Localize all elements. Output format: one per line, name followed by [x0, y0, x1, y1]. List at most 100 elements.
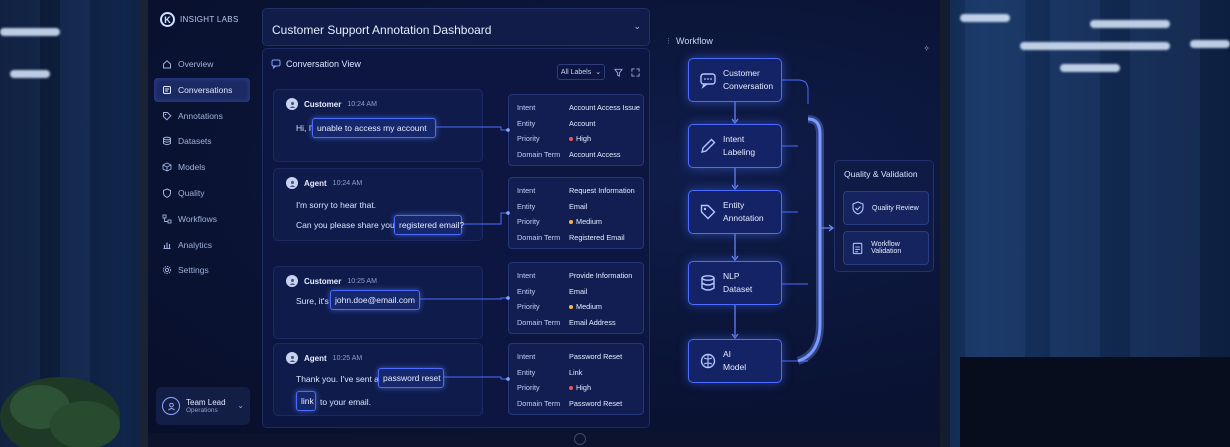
message-card[interactable]: Agent 10:24 AM I'm sorry to hear that. C…: [273, 168, 483, 241]
workflow-node-label: Customer: [723, 68, 760, 78]
message-card[interactable]: Agent 10:25 AM Thank you. I've sent a pa…: [273, 343, 483, 416]
sidebar-item-analytics[interactable]: Analytics: [154, 233, 250, 257]
annotation-key: Domain Term: [517, 398, 561, 408]
chart-icon: [162, 240, 172, 250]
sidebar-item-overview[interactable]: Overview: [154, 52, 250, 76]
tag-icon: [162, 111, 172, 121]
workflow-arrow-head: [731, 333, 739, 339]
annotation-key: Priority: [517, 217, 540, 226]
workflow-node-label: Entity: [723, 200, 745, 210]
sidebar-item-annotations[interactable]: Annotations: [154, 104, 250, 128]
message-card[interactable]: Customer 10:25 AM Sure, it's john.doe@em…: [273, 266, 483, 339]
sidebar-item-label: Quality: [178, 187, 205, 198]
annotation-key: Domain Term: [517, 149, 561, 159]
sidebar-item-label: Workflows: [178, 213, 218, 224]
sidebar-item-conversations[interactable]: Conversations: [154, 77, 250, 102]
workflow-node-sublabel: Annotation: [723, 213, 764, 223]
annotation-entity: Account: [569, 118, 596, 128]
annotation-card[interactable]: Intent Request Information Entity Email …: [508, 177, 644, 249]
message-time: 10:25 AM: [347, 277, 377, 285]
user-avatar-icon: [162, 397, 180, 415]
cube-icon: [162, 162, 172, 172]
user-avatar-icon: [286, 98, 298, 110]
label-filter-select[interactable]: All Labels ⌄: [557, 64, 605, 80]
workflow-validation-button[interactable]: Workflow Validation: [843, 231, 929, 265]
annotation-domain: Password Reset: [569, 398, 623, 408]
sidebar-item-label: Overview: [178, 59, 214, 69]
quality-review-button[interactable]: Quality Review: [843, 191, 929, 225]
annotation-key: Entity: [517, 201, 536, 211]
home-icon: [162, 59, 172, 69]
quality-review-label: Quality Review: [872, 204, 919, 212]
monitor-power-button[interactable]: [574, 433, 586, 445]
highlighted-span[interactable]: password reset: [378, 368, 444, 388]
brand: K INSIGHT LABS: [160, 12, 239, 27]
header-chevron-down-icon[interactable]: ⌄: [633, 21, 641, 31]
filter-chevron-down-icon: ⌄: [595, 69, 602, 76]
annotation-intent: Provide Information: [569, 271, 633, 280]
message-card[interactable]: Customer 10:24 AM Hi, I'm unable to acce…: [273, 89, 483, 162]
workflow-arrow-head: [731, 184, 739, 190]
message-text: Thank you. I've sent a: [296, 374, 379, 384]
sidebar-item-label: Datasets: [178, 136, 212, 147]
annotation-key: Entity: [517, 286, 536, 296]
filter-icon[interactable]: [612, 64, 625, 80]
message-role: Customer: [304, 276, 342, 286]
annotation-priority: High: [576, 134, 592, 143]
annotation-card[interactable]: Intent Account Access Issue Entity Accou…: [508, 94, 644, 166]
workflow-drag-icon: ⋮: [665, 38, 672, 45]
annotation-card[interactable]: Intent Password Reset Entity Link Priori…: [508, 343, 644, 415]
message-text: to your email.: [320, 397, 372, 407]
user-avatar-icon: [286, 177, 298, 189]
message-role: Agent: [304, 353, 327, 363]
highlighted-span[interactable]: link: [296, 391, 316, 411]
workflow-node-nlp[interactable]: NLP Dataset: [688, 261, 782, 305]
dashboard-screen: K INSIGHT LABS Overview Conversations An…: [148, 0, 940, 433]
sidebar-item-label: Analytics: [178, 239, 213, 250]
expand-icon[interactable]: [629, 64, 642, 80]
monitor: K INSIGHT LABS Overview Conversations An…: [140, 0, 950, 447]
sidebar-item-workflows[interactable]: Workflows: [154, 207, 250, 231]
annotation-key: Priority: [517, 302, 540, 311]
message-time: 10:24 AM: [332, 179, 363, 187]
database-icon: [701, 275, 715, 291]
sidebar-item-datasets[interactable]: Datasets: [154, 129, 250, 153]
workflow-title-text: Workflow: [676, 36, 713, 46]
annotation-entity: Email: [569, 286, 588, 296]
user-avatar-icon: [286, 352, 298, 364]
annotation-priority: Medium: [576, 302, 602, 311]
workflow-connectors: [731, 79, 834, 365]
message-time: 10:24 AM: [347, 100, 377, 108]
label-filter-value: All Labels: [560, 68, 592, 76]
chevron-down-icon[interactable]: ⌄: [237, 401, 244, 410]
annotation-card[interactable]: Intent Provide Information Entity Email …: [508, 262, 644, 334]
workflow-node-label: NLP: [723, 271, 740, 281]
tag-icon: [700, 204, 716, 220]
annotation-intent: Request Information: [569, 186, 635, 195]
workflow-node-sublabel: Conversation: [723, 81, 774, 91]
sparkle-icon[interactable]: ✧: [923, 44, 930, 53]
workflow-node-sublabel: Dataset: [723, 284, 753, 294]
workflow-arrow-head: [731, 118, 739, 124]
annotation-key: Intent: [517, 271, 536, 280]
sidebar-item-settings[interactable]: Settings: [154, 258, 250, 282]
sidebar-item-quality[interactable]: Quality: [154, 181, 250, 205]
highlighted-span[interactable]: unable to access my account: [312, 118, 436, 138]
highlighted-span[interactable]: john.doe@email.com: [330, 290, 420, 310]
annotation-key: Entity: [517, 118, 536, 128]
highlighted-span[interactable]: registered email?: [394, 215, 464, 235]
brand-logo-icon: K: [160, 12, 175, 27]
page-header: Customer Support Annotation Dashboard ⌄: [262, 8, 650, 46]
brain-icon: [700, 353, 716, 369]
shield-icon: [162, 188, 172, 198]
workflow-node-label: AI: [723, 349, 732, 359]
sidebar-item-label: Annotations: [178, 110, 223, 121]
user-menu[interactable]: Team Lead Operations ⌄: [156, 387, 250, 425]
sidebar-item-models[interactable]: Models: [154, 155, 250, 179]
workflow-title: ⋮ Workflow: [665, 36, 713, 46]
